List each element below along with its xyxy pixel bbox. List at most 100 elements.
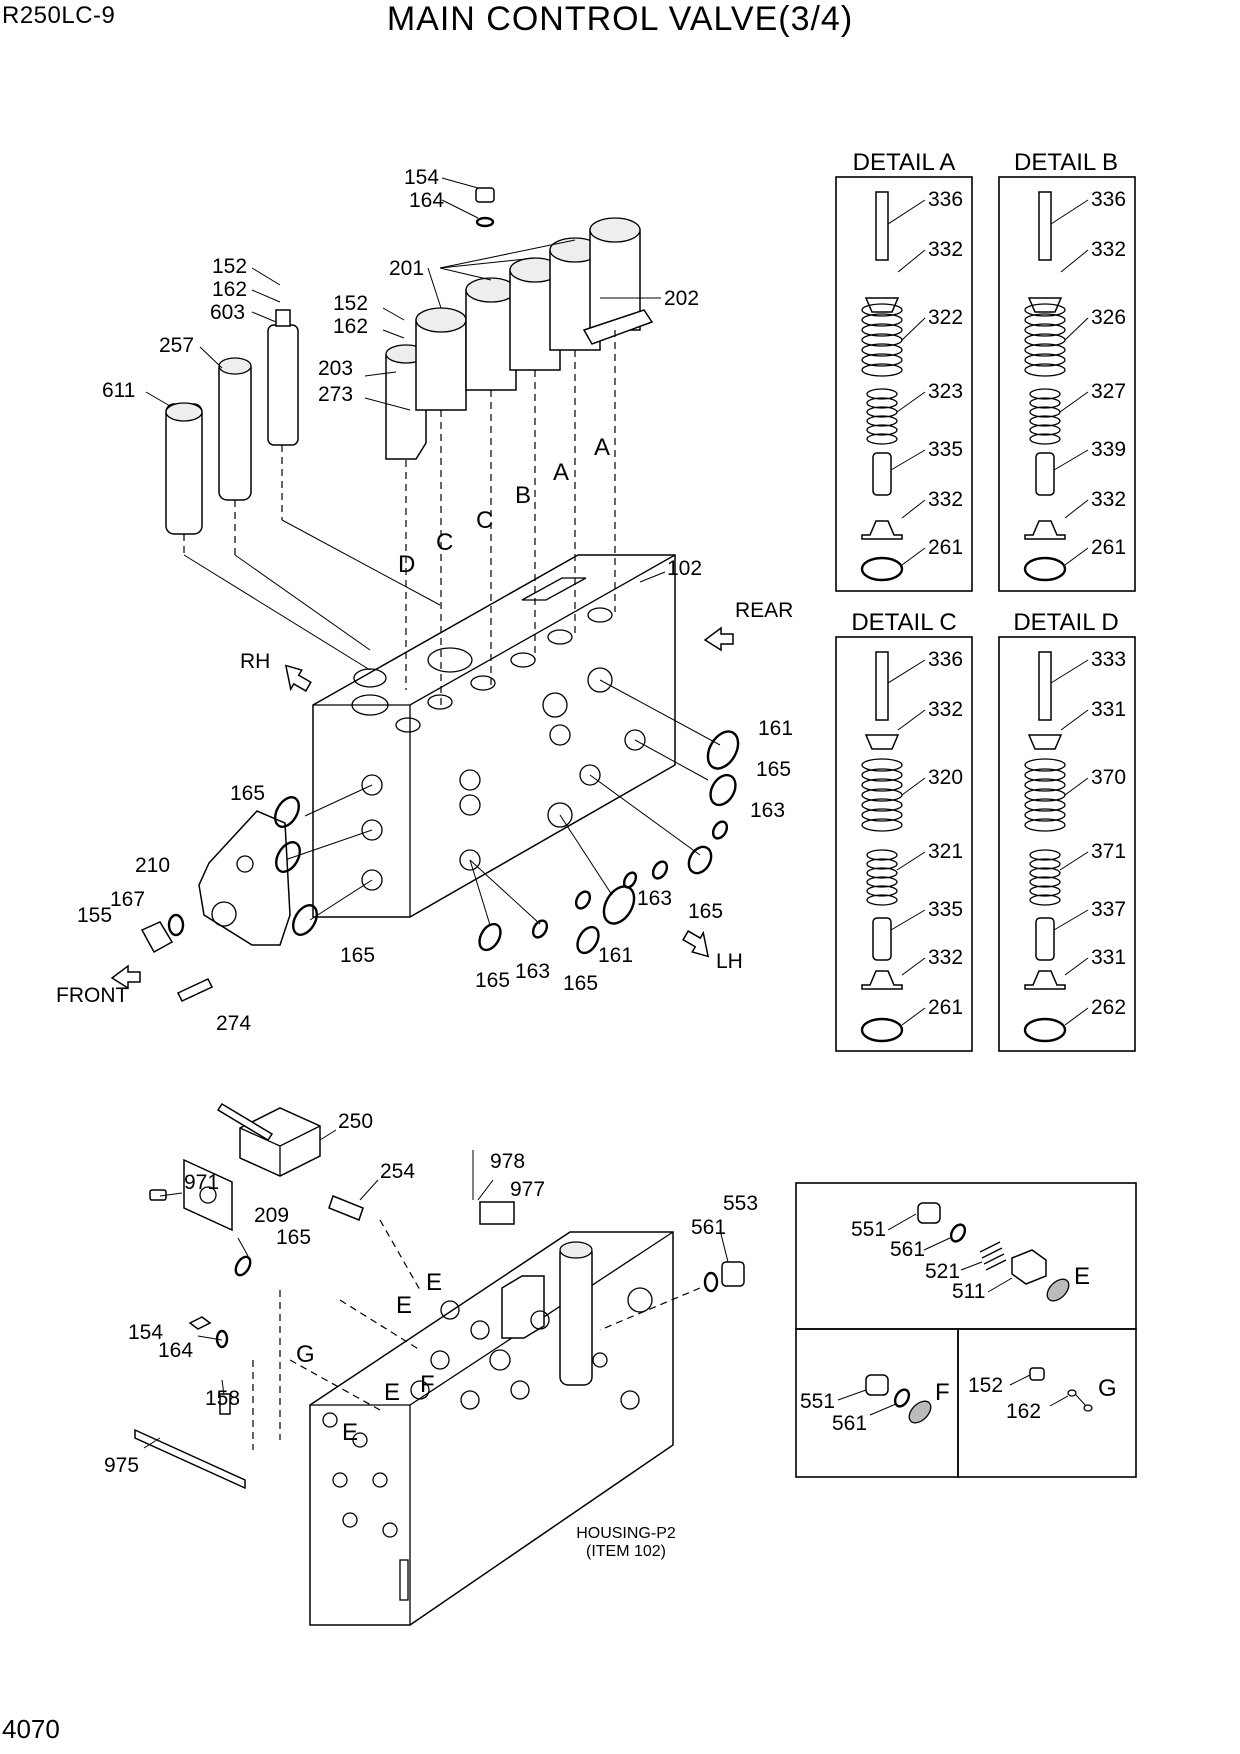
inset-e-labels: 551 561 521 511 E xyxy=(851,1218,1090,1303)
detail-b-part: 332 xyxy=(1091,238,1126,261)
detail-a-part: 322 xyxy=(928,306,963,329)
callout-163-c: 163 xyxy=(515,960,550,983)
callout-154: 154 xyxy=(404,166,439,189)
right-orings xyxy=(478,730,740,955)
callout-167: 167 xyxy=(110,888,145,911)
section-letter-a: A xyxy=(553,459,569,486)
callout-165-d: 165 xyxy=(475,969,510,992)
callout-250: 250 xyxy=(338,1110,373,1133)
callout-201: 201 xyxy=(389,257,424,280)
lower-letter-g: G xyxy=(296,1341,315,1368)
lower-parts xyxy=(134,1102,745,1490)
detail-b-parts xyxy=(1023,191,1089,582)
detail-d-part: 331 xyxy=(1091,946,1126,969)
detail-a-part: 332 xyxy=(928,488,963,511)
inset-e-511: 511 xyxy=(952,1280,985,1303)
detail-d-part: 331 xyxy=(1091,698,1126,721)
front-arrow-icon xyxy=(110,964,141,990)
detail-b-part: 339 xyxy=(1091,438,1126,461)
housing-note-line2: (ITEM 102) xyxy=(586,1543,666,1560)
lower-letter-e: E xyxy=(426,1269,442,1296)
callout-162-b: 162 xyxy=(333,315,368,338)
callout-210: 210 xyxy=(135,854,170,877)
callout-254: 254 xyxy=(380,1160,415,1183)
detail-a-title: DETAIL A xyxy=(853,149,956,176)
callout-971: 971 xyxy=(184,1171,219,1194)
detail-a-part: 335 xyxy=(928,438,963,461)
direction-arrows xyxy=(110,626,734,990)
callout-154-b: 154 xyxy=(128,1321,163,1344)
upper-valve-block xyxy=(284,554,721,926)
housing-note-line1: HOUSING-P2 xyxy=(576,1525,676,1542)
section-letter-c: C xyxy=(436,529,453,556)
callout-102: 102 xyxy=(667,557,702,580)
detail-a-part: 332 xyxy=(928,238,963,261)
inset-e-521: 521 xyxy=(925,1260,960,1283)
detail-a-parts xyxy=(860,191,926,582)
upper-labels: 154 164 201 202 152 162 603 152 162 257 … xyxy=(77,166,793,1035)
section-letter-c: C xyxy=(476,507,493,534)
detail-d-title: DETAIL D xyxy=(1013,609,1118,636)
lower-leaders xyxy=(143,1129,729,1449)
inset-e-561: 561 xyxy=(890,1238,925,1261)
callout-165-c: 165 xyxy=(563,972,598,995)
callout-975: 975 xyxy=(104,1454,139,1477)
inset-f-551: 551 xyxy=(800,1390,835,1413)
page-title: MAIN CONTROL VALVE(3/4) xyxy=(386,0,854,38)
callout-202: 202 xyxy=(664,287,699,310)
inset-g-labels: 152 162 G xyxy=(968,1374,1117,1423)
inset-f-labels: 551 561 F xyxy=(800,1379,950,1435)
direction-front: FRONT xyxy=(56,984,128,1007)
detail-b-part: 332 xyxy=(1091,488,1126,511)
callout-165: 165 xyxy=(756,758,791,781)
inset-e-parts xyxy=(887,1202,1070,1302)
callout-161: 161 xyxy=(758,717,793,740)
lower-letter-f: F xyxy=(420,1371,435,1398)
callout-165-e: 165 xyxy=(230,782,265,805)
callout-152-b: 152 xyxy=(333,292,368,315)
callout-152: 152 xyxy=(212,255,247,278)
callout-163: 163 xyxy=(750,799,785,822)
direction-rh: RH xyxy=(240,650,270,673)
detail-c-parts xyxy=(860,651,926,1043)
lower-labels: 250 254 971 209 165 978 977 553 561 154 … xyxy=(104,1110,758,1560)
detail-d-part: 371 xyxy=(1091,840,1126,863)
lower-housing xyxy=(309,1231,674,1626)
callout-165-f: 165 xyxy=(340,944,375,967)
detail-c-part: 320 xyxy=(928,766,963,789)
detail-a-part: 261 xyxy=(928,536,963,559)
callout-209: 209 xyxy=(254,1204,289,1227)
callout-163-b: 163 xyxy=(637,887,672,910)
rear-arrow-icon xyxy=(703,626,734,652)
inset-f-561: 561 xyxy=(832,1412,867,1435)
lower-letter-e: E xyxy=(342,1419,358,1446)
inset-e-551: 551 xyxy=(851,1218,886,1241)
callout-155: 155 xyxy=(77,904,112,927)
detail-d-part: 262 xyxy=(1091,996,1126,1019)
upper-leaders xyxy=(145,177,666,583)
inset-f-letter: F xyxy=(935,1379,950,1406)
detail-labels: 336 332 322 323 335 332 261 336 332 326 … xyxy=(928,188,1126,1019)
page-number: 4070 xyxy=(2,1714,60,1744)
lower-letter-e: E xyxy=(396,1292,412,1319)
direction-labels: REAR RH LH FRONT xyxy=(56,599,793,1007)
callout-978: 978 xyxy=(490,1150,525,1173)
inset-g-152: 152 xyxy=(968,1374,1003,1397)
detail-a-part: 323 xyxy=(928,380,963,403)
rh-arrow-icon xyxy=(284,664,312,692)
detail-c-part: 261 xyxy=(928,996,963,1019)
inset-e-letter: E xyxy=(1074,1263,1090,1290)
inset-g-162: 162 xyxy=(1006,1400,1041,1423)
callout-274: 274 xyxy=(216,1012,251,1035)
detail-d-part: 370 xyxy=(1091,766,1126,789)
detail-b-part: 326 xyxy=(1091,306,1126,329)
detail-c-part: 332 xyxy=(928,946,963,969)
lower-letter-e: E xyxy=(384,1379,400,1406)
callout-273: 273 xyxy=(318,383,353,406)
section-letter-d: D xyxy=(398,551,415,578)
detail-b-title: DETAIL B xyxy=(1014,149,1118,176)
detail-d-part: 333 xyxy=(1091,648,1126,671)
detail-b-part: 261 xyxy=(1091,536,1126,559)
detail-a-part: 336 xyxy=(928,188,963,211)
